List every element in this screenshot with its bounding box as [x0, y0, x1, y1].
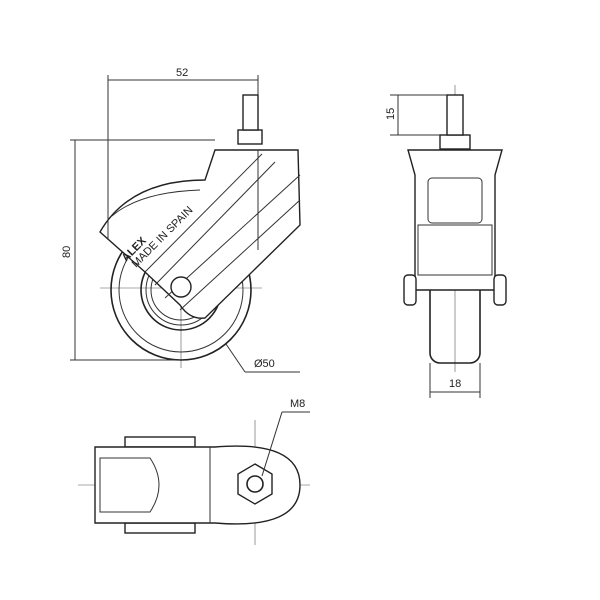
- m8-label: M8: [290, 398, 305, 410]
- dim-15-label: 15: [385, 108, 397, 120]
- bottom-view: [78, 420, 310, 545]
- dimension-80: 80: [61, 139, 215, 361]
- dimension-m8: M8: [261, 398, 310, 477]
- dimension-52: 52: [107, 67, 259, 240]
- dimension-diameter: Ø50: [225, 343, 300, 373]
- dia-50-label: Ø50: [254, 358, 275, 370]
- dimension-18: 18: [429, 363, 481, 398]
- dim-18-label: 18: [449, 378, 461, 390]
- dim-52-label: 52: [176, 67, 188, 79]
- side-view: ALEX MADE IN SPAIN: [99, 94, 301, 368]
- dimension-15: 15: [385, 94, 447, 136]
- front-view: [403, 85, 507, 372]
- dim-80-label: 80: [61, 246, 73, 258]
